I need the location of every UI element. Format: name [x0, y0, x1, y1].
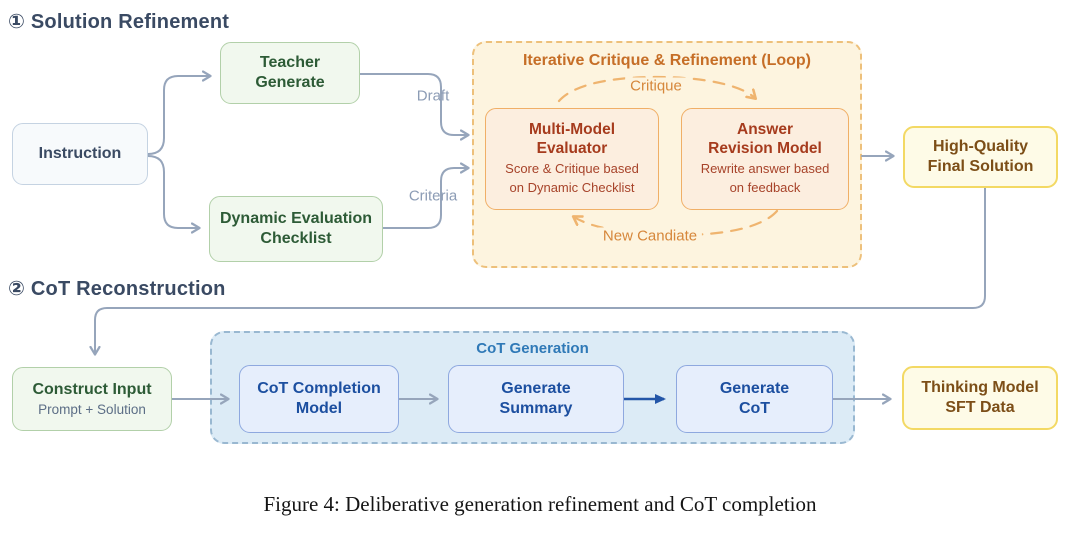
node-cot-completion-model-label: CoT Completion Model: [257, 380, 381, 417]
node-high-quality-final-solution: High-Quality Final Solution: [903, 126, 1058, 188]
node-thinking-model-sft-data: Thinking Model SFT Data: [902, 366, 1058, 430]
node-construct-input-title: Construct Input: [32, 380, 152, 398]
node-construct-input-desc: Prompt + Solution: [38, 401, 146, 417]
node-high-quality-final-solution-label: High-Quality Final Solution: [927, 138, 1034, 175]
arrow-instruction-to-checklist: [147, 155, 199, 228]
node-teacher-generate-label: Teacher Generate: [255, 54, 325, 91]
node-instruction: Instruction: [12, 123, 148, 185]
edge-label-new-candidate: New Candiate: [597, 227, 703, 245]
node-multi-model-evaluator-desc: Score & Critique based on Dynamic Checkl…: [505, 161, 639, 195]
node-generate-summary-label: Generate Summary: [499, 380, 573, 417]
node-generate-cot: Generate CoT: [676, 365, 833, 433]
edge-label-criteria: Criteria: [408, 187, 458, 205]
arrow-high-quality-to-construct-input: [95, 187, 986, 354]
node-answer-revision-model-title: Answer Revision Model: [708, 121, 822, 157]
node-instruction-label: Instruction: [38, 145, 122, 162]
iterative-loop-title: Iterative Critique & Refinement (Loop): [522, 52, 812, 69]
arc-critique: [557, 75, 755, 103]
node-answer-revision-model: Answer Revision Model Rewrite answer bas…: [681, 108, 849, 210]
cot-generation-title: CoT Generation: [476, 340, 589, 357]
node-dynamic-evaluation-checklist: Dynamic Evaluation Checklist: [209, 196, 383, 262]
figure-caption: Figure 4: Deliberative generation refine…: [263, 492, 817, 516]
node-thinking-model-sft-data-label: Thinking Model SFT Data: [921, 379, 1039, 416]
node-construct-input: Construct Input Prompt + Solution: [12, 367, 172, 431]
node-generate-summary: Generate Summary: [448, 365, 624, 433]
node-generate-cot-label: Generate CoT: [719, 380, 790, 417]
node-multi-model-evaluator: Multi-Model Evaluator Score & Critique b…: [485, 108, 659, 210]
arrow-checklist-to-evaluator: [382, 168, 468, 229]
arrow-teacher-to-evaluator: [359, 73, 468, 135]
section-1-heading: ① Solution Refinement: [8, 11, 230, 33]
node-dynamic-evaluation-checklist-label: Dynamic Evaluation Checklist: [219, 210, 373, 247]
edge-label-draft: Draft: [416, 87, 450, 105]
edge-label-critique: Critique: [625, 77, 687, 95]
node-multi-model-evaluator-title: Multi-Model Evaluator: [528, 121, 616, 157]
node-cot-completion-model: CoT Completion Model: [239, 365, 399, 433]
arrow-instruction-to-teacher: [147, 76, 210, 155]
node-answer-revision-model-desc: Rewrite answer based on feedback: [700, 161, 830, 195]
section-2-heading: ② CoT Reconstruction: [8, 278, 226, 300]
node-teacher-generate: Teacher Generate: [220, 42, 360, 104]
